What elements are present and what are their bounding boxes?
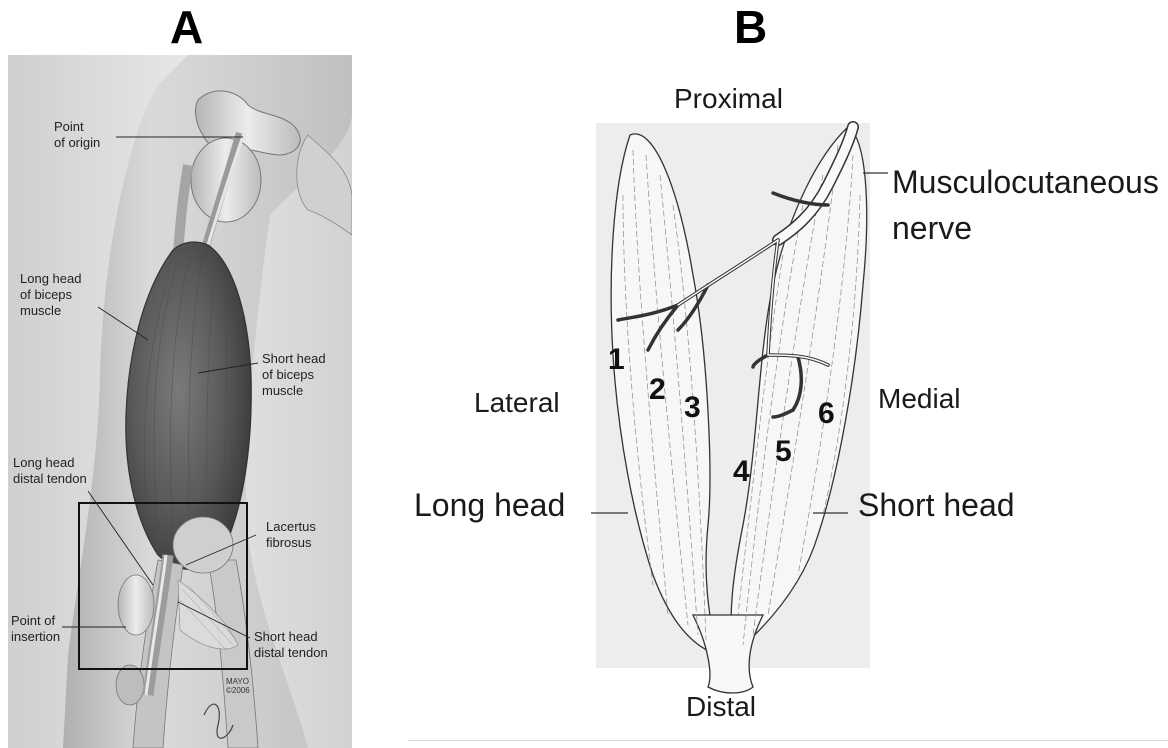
label-long-head: Long head — [414, 487, 565, 523]
branch-number-2: 2 — [649, 375, 666, 405]
label-short-head-tendon: Short head distal tendon — [254, 629, 328, 661]
label-short-head-muscle: Short head of biceps muscle — [262, 351, 326, 399]
panel-b-bottom-rule — [408, 740, 1168, 741]
label-long-head-tendon: Long head distal tendon — [13, 455, 87, 487]
branch-number-6: 6 — [818, 399, 835, 429]
label-lacertus-fibrosus: Lacertus fibrosus — [266, 519, 316, 551]
panel-a-letter: A — [170, 4, 203, 50]
label-distal: Distal — [686, 691, 756, 723]
label-long-head-muscle: Long head of biceps muscle — [20, 271, 81, 319]
label-short-head: Short head — [858, 487, 1015, 523]
branch-number-1: 1 — [608, 345, 625, 375]
panel-b-letter: B — [734, 4, 767, 50]
branch-number-4: 4 — [733, 457, 750, 487]
credit-mayo: MAYO ©2006 — [226, 677, 250, 695]
label-medial: Medial — [878, 383, 960, 415]
label-proximal: Proximal — [674, 83, 783, 115]
label-point-of-insertion: Point of insertion — [11, 613, 60, 645]
label-point-of-origin: Point of origin — [54, 119, 100, 151]
label-lateral: Lateral — [474, 387, 560, 419]
branch-number-5: 5 — [775, 437, 792, 467]
branch-number-3: 3 — [684, 393, 701, 423]
panel-b-illustration: Proximal Distal Lateral Medial Long head… — [408, 55, 1168, 741]
label-musculocutaneous-nerve: Musculocutaneous nerve — [892, 159, 1159, 251]
panel-a-illustration: Point of origin Long head of biceps musc… — [8, 55, 352, 748]
